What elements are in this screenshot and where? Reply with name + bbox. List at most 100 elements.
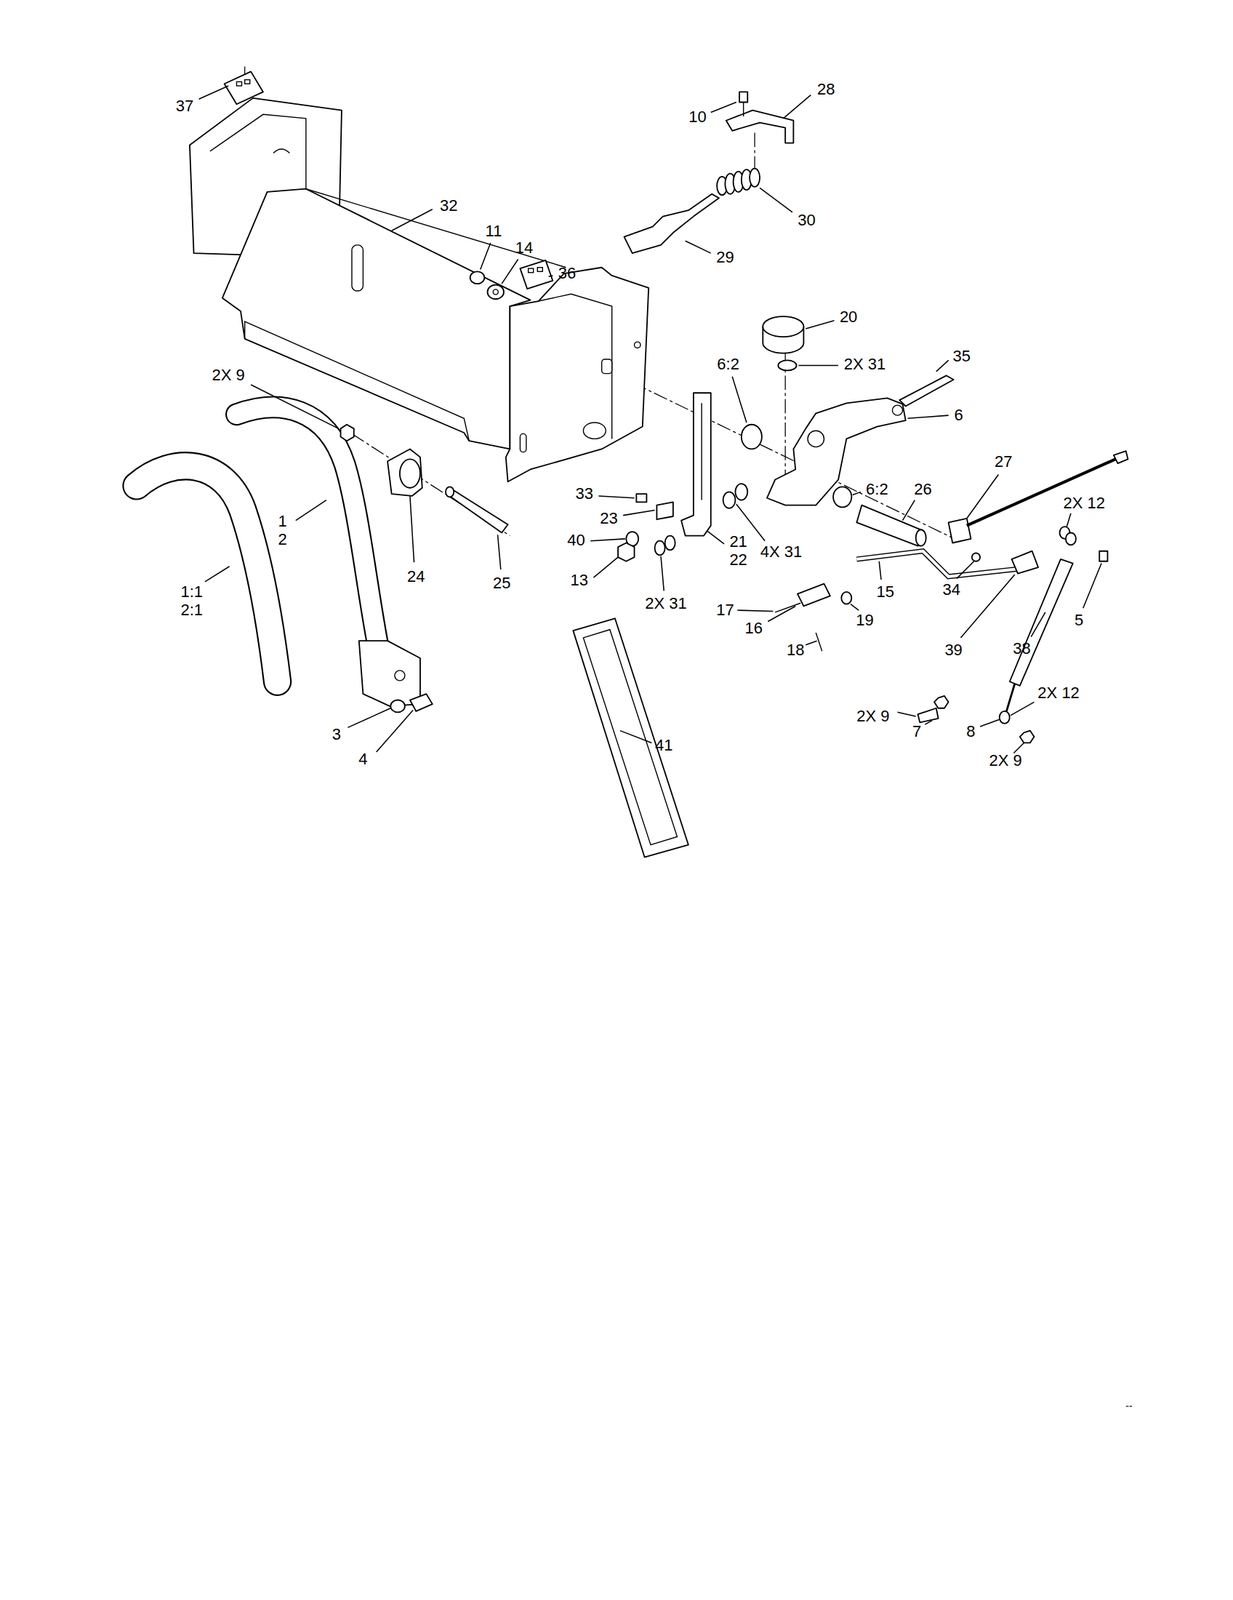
callout-number: 41	[655, 737, 673, 754]
leader-lines-part	[1083, 563, 1102, 609]
callout-number: 8	[966, 723, 975, 740]
callout-number: 40	[567, 532, 585, 549]
leader-lines-part	[956, 561, 975, 579]
callout-number: 1:1	[180, 583, 203, 600]
end-plate-left-part	[245, 79, 251, 85]
pedal-arm-part	[700, 402, 702, 500]
center-lines-part	[753, 133, 755, 174]
callout-number: 30	[797, 212, 815, 229]
leader-lines-part	[205, 566, 230, 582]
gas-spring-part	[1009, 559, 1074, 686]
leader-lines-part	[706, 530, 725, 544]
leader-lines-part	[548, 275, 554, 277]
lever-assembly-part	[762, 316, 804, 337]
end-plate-right-part	[583, 422, 606, 439]
leader-lines-part	[250, 384, 339, 429]
channel-bracket-part	[351, 245, 363, 291]
leader-lines-part	[902, 500, 915, 521]
pedal-arm-part	[655, 540, 666, 556]
callout-number: 34	[942, 581, 961, 598]
leader-lines	[199, 85, 1102, 753]
leader-lines-part	[501, 259, 518, 285]
pedal-arm	[572, 392, 748, 857]
end-plate-left-part	[273, 149, 290, 154]
lever-assembly-part	[948, 518, 972, 544]
end-plate-left-part	[236, 81, 242, 86]
lever-assembly-part	[892, 404, 903, 416]
handle-part	[236, 407, 379, 653]
lever-assembly-part	[972, 553, 981, 562]
leader-lines-part	[685, 240, 712, 253]
leader-lines-part	[782, 95, 811, 119]
leader-lines-part	[960, 574, 1015, 638]
callout-number: 2X 31	[844, 356, 887, 373]
callout-number: 26	[913, 481, 932, 498]
leader-lines-part	[936, 359, 949, 371]
end-plate-right-part	[519, 260, 553, 289]
callout-number: 2	[277, 531, 287, 548]
handle-part	[410, 693, 433, 712]
end-plate-right-part	[634, 341, 641, 348]
callout-number: 23	[599, 510, 618, 527]
channel-bracket-part	[222, 189, 531, 450]
spring-latch-part	[726, 110, 794, 144]
pedal-arm-part	[572, 617, 689, 857]
gas-spring-part	[1005, 683, 1015, 714]
leader-lines-part	[897, 711, 916, 717]
handle-part	[394, 670, 405, 681]
lever-assembly-part	[1113, 450, 1129, 464]
callout-number: 14	[515, 239, 533, 256]
leader-lines-part	[850, 604, 859, 610]
gas-spring-part	[1099, 551, 1108, 562]
lever-assembly-part	[916, 529, 927, 546]
pedal-arm-part	[636, 493, 647, 502]
leader-lines-part	[295, 500, 327, 521]
leader-lines-part	[480, 242, 491, 269]
callout-number: 2X 9	[989, 752, 1023, 769]
pivot-parts-left-part	[446, 490, 508, 533]
pivot-parts-left	[340, 424, 509, 533]
lever-assembly-part	[833, 486, 852, 507]
callout-number: 15	[876, 583, 894, 600]
leader-lines-part	[711, 101, 737, 112]
end-plate-right-part	[528, 268, 534, 273]
callout-number: 20	[839, 308, 858, 325]
gas-spring-part	[1011, 551, 1039, 574]
channel-bracket-part	[245, 321, 470, 441]
end-plate-right-part	[492, 289, 498, 295]
leader-lines-part	[852, 491, 861, 495]
lever-assembly	[741, 316, 1129, 562]
leader-lines-part	[980, 719, 1000, 727]
leader-lines-part	[410, 495, 415, 562]
leader-lines-part	[660, 556, 664, 592]
end-plate-left-part	[224, 71, 264, 104]
leader-lines-part	[798, 364, 839, 367]
leader-lines-part	[1030, 612, 1046, 637]
spring-latch-part	[739, 91, 748, 102]
leader-lines-part	[590, 538, 626, 541]
leader-lines-part	[1013, 742, 1024, 753]
callout-number: 2X 31	[644, 595, 688, 612]
leader-lines-part	[924, 720, 933, 725]
leader-lines-part	[620, 730, 652, 743]
linkage-part	[841, 591, 852, 605]
callout-number: 36	[558, 265, 576, 282]
handle-part	[136, 466, 278, 682]
spring-latch-part	[749, 168, 760, 187]
leader-lines-part	[376, 710, 414, 753]
gas-spring-part	[999, 711, 1010, 724]
callout-number: 13	[570, 572, 589, 589]
callout-number: 10	[688, 109, 706, 126]
callout-number: 37	[175, 98, 194, 115]
linkage-part	[856, 551, 1032, 577]
callout-number: 35	[953, 348, 971, 365]
linkage-part	[797, 583, 831, 607]
handle-part	[236, 407, 379, 653]
spring-latch-part	[742, 101, 744, 117]
leader-lines-part	[908, 415, 949, 419]
pivot-parts-left-part	[387, 448, 423, 496]
callout-number: 4	[358, 750, 368, 767]
end-plate-right-part	[538, 293, 613, 439]
